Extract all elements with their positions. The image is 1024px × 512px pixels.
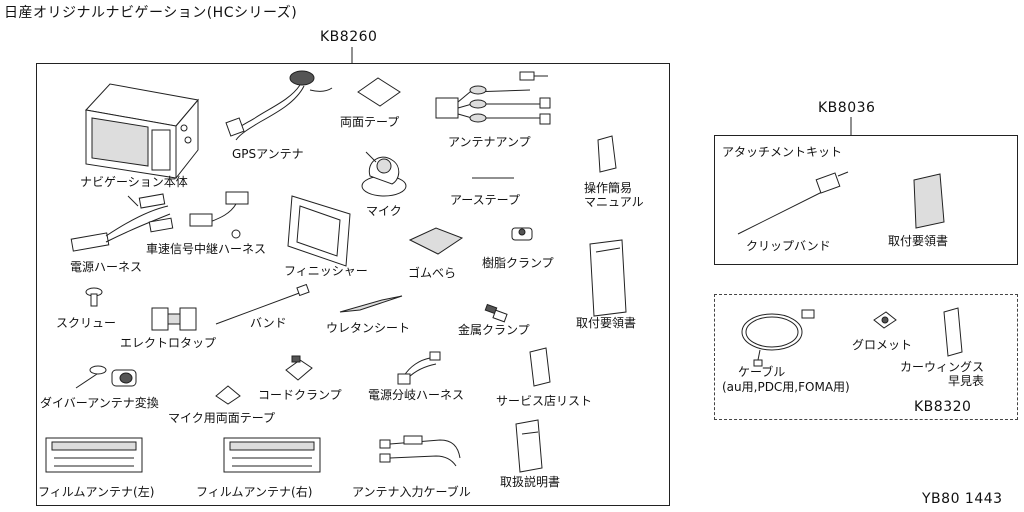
label-power-branch-harness: 電源分岐ハーネス [368,388,465,402]
label-mic: マイク [366,204,402,218]
label-antenna-input-cable: アンテナ入力ケーブル [352,485,471,499]
main-kit-frame [36,63,670,506]
figure-code: YB80 1443 [922,491,1003,507]
screw-icon [85,287,103,307]
label-attach-install-guide: 取付要領書 [888,234,949,248]
label-film-antenna-right: フィルムアンテナ(右) [196,485,313,499]
nav-unit-icon [85,83,199,180]
label-resin-clamp: 樹脂クランプ [482,256,554,270]
cable-icon [741,309,815,367]
label-cord-clamp: コードクランプ [258,388,342,402]
attach-install-guide-icon [913,173,945,229]
label-service-list: サービス店リスト [496,394,593,408]
label-antenna-amp: アンテナアンプ [448,135,531,149]
label-mic-double-tape: マイク用両面テープ [168,411,276,425]
film-antenna-right-icon [223,437,321,473]
label-double-tape: 両面テープ [340,115,400,129]
page-title: 日産オリジナルナビゲーション(HCシリーズ) [4,5,298,21]
mic-double-tape-icon [215,385,241,405]
speed-signal-harness-icon [189,191,249,239]
cord-clamp-icon [285,355,313,381]
electro-tap-icon [151,307,197,331]
main-kit-code: KB8260 [320,29,378,45]
label-screw: スクリュー [56,316,117,330]
power-harness-icon [70,193,174,252]
attach-kit-title: アタッチメントキット [722,145,843,159]
cable-kit-code: KB8320 [914,399,972,415]
label-nav-unit: ナビゲーション本体 [80,175,188,189]
cable-kit-frame [714,294,1018,420]
film-antenna-left-icon [45,437,143,473]
label-diversity-adapter: ダイバーアンテナ変換 [40,396,159,410]
label-car-wings-table: カーウィングス 早見表 [900,360,985,388]
label-grommet: グロメット [852,338,913,352]
label-electro-tap: エレクトロタップ [120,336,217,350]
label-manual-simple: 操作簡易 マニュアル [584,181,644,209]
attach-kit-code: KB8036 [818,100,876,116]
label-urethane-sheet: ウレタンシート [326,321,411,335]
antenna-amp-icon [435,71,551,125]
urethane-sheet-icon [339,295,403,313]
label-earth-tape: アーステープ [450,193,520,207]
label-cable: ケーブル [738,365,786,379]
finisher-icon [287,195,351,267]
double-tape-icon [357,77,401,107]
label-gps-antenna: GPSアンテナ [232,147,304,161]
label-band: バンド [250,316,287,330]
diversity-adapter-icon [75,365,137,389]
label-cable-note: (au用,PDC用,FOMA用) [722,380,850,394]
label-speed-signal-harness: 車速信号中継ハーネス [146,242,267,256]
grommet-icon [873,311,897,329]
gps-antenna-icon [225,70,333,141]
clip-band-icon [737,171,849,235]
attach-kit-frame [714,135,1018,265]
label-clip-band: クリップバンド [746,239,831,253]
label-film-antenna-left: フィルムアンテナ(左) [38,485,155,499]
label-power-harness: 電源ハーネス [70,260,143,274]
manual-simple-icon [597,135,617,173]
install-guide-icon [589,239,627,317]
power-branch-harness-icon [397,351,441,385]
label-install-guide: 取付要領書 [576,316,637,330]
resin-clamp-icon [511,227,533,241]
label-rubber-sheet: ゴムべら [408,266,457,280]
label-finisher: フィニッシャー [284,264,368,278]
rubber-sheet-icon [408,227,464,255]
metal-clamp-icon [484,303,508,323]
owners-manual-icon [515,419,543,473]
car-wings-table-icon [943,307,963,357]
label-metal-clamp: 金属クランプ [458,323,530,337]
label-owners-manual: 取扱説明書 [500,475,561,489]
service-list-icon [529,347,551,387]
antenna-input-cable-icon [379,435,461,467]
band-icon [215,283,310,325]
mic-icon [361,151,407,197]
